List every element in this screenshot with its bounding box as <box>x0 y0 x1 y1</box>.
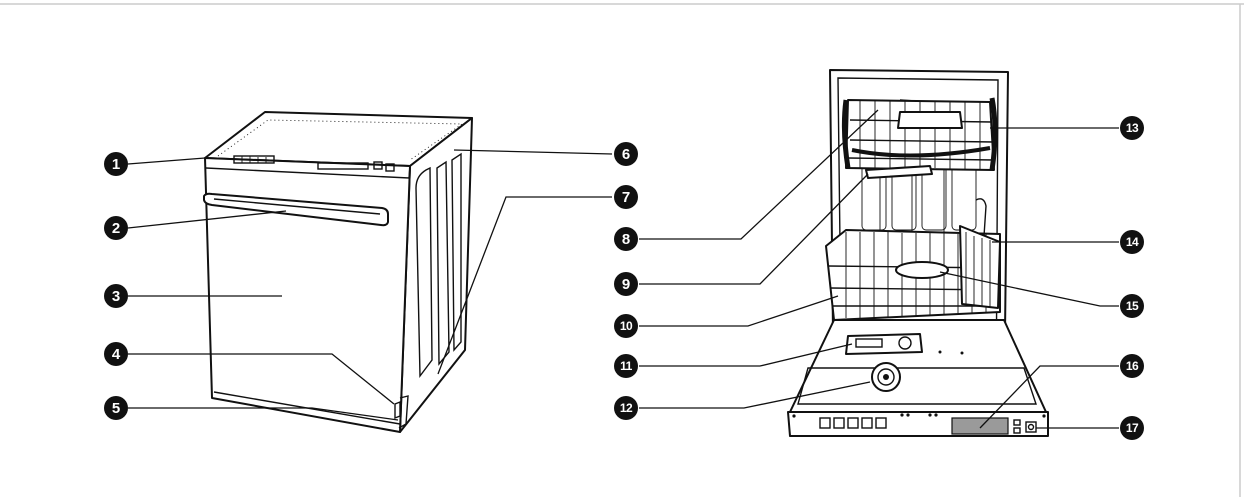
callout-number: 15 <box>1126 299 1139 313</box>
lower-rack <box>825 198 1001 321</box>
callout-badge: 11 <box>614 354 638 378</box>
control-button <box>861 417 873 429</box>
control-panel-strip <box>787 411 1049 437</box>
power-button <box>1025 421 1037 433</box>
callout-badge: 15 <box>1120 294 1144 318</box>
callout-number: 7 <box>622 189 630 206</box>
callout-badge: 1 <box>104 152 128 176</box>
callout-number: 8 <box>622 231 630 248</box>
callout-number: 9 <box>622 276 630 293</box>
callout-number: 17 <box>1126 421 1139 435</box>
callout-number: 16 <box>1126 359 1139 373</box>
callout-badge: 6 <box>614 142 638 166</box>
callout-number: 4 <box>112 346 121 363</box>
control-button <box>819 417 831 429</box>
callout-badge: 10 <box>614 314 638 338</box>
control-buttons-closed <box>233 155 275 164</box>
callout-badge: 2 <box>104 216 128 240</box>
leader-lines <box>127 109 1119 429</box>
callout-number: 14 <box>1126 235 1139 249</box>
open-dishwasher-illustration <box>787 69 1049 437</box>
callout-badge: 17 <box>1120 416 1144 440</box>
callout-number: 1 <box>112 156 120 173</box>
callout-number: 12 <box>620 401 633 415</box>
callout-badge: 12 <box>614 396 638 420</box>
callout-badge: 7 <box>614 185 638 209</box>
callout-number: 3 <box>112 288 120 305</box>
callout-badge: 4 <box>104 342 128 366</box>
closed-dishwasher-illustration <box>203 111 473 433</box>
callout-badge: 13 <box>1120 116 1144 140</box>
callout-number: 13 <box>1126 121 1139 135</box>
control-button <box>847 417 859 429</box>
callout-number: 2 <box>112 220 120 237</box>
callout-badge: 16 <box>1120 354 1144 378</box>
lower-wash-arm <box>895 261 949 279</box>
callout-number: 6 <box>622 146 630 163</box>
callout-badge: 3 <box>104 284 128 308</box>
door-basin <box>797 367 1037 405</box>
callout-number: 5 <box>112 400 120 417</box>
callout-number: 11 <box>620 359 633 373</box>
callout-badge: 9 <box>614 272 638 296</box>
upper-rack <box>841 97 998 171</box>
callout-badge: 5 <box>104 396 128 420</box>
control-button <box>833 417 845 429</box>
control-button <box>875 417 887 429</box>
display-window <box>951 417 1009 435</box>
callout-number: 10 <box>620 319 633 333</box>
callout-badge: 8 <box>614 227 638 251</box>
callout-badge: 14 <box>1120 230 1144 254</box>
